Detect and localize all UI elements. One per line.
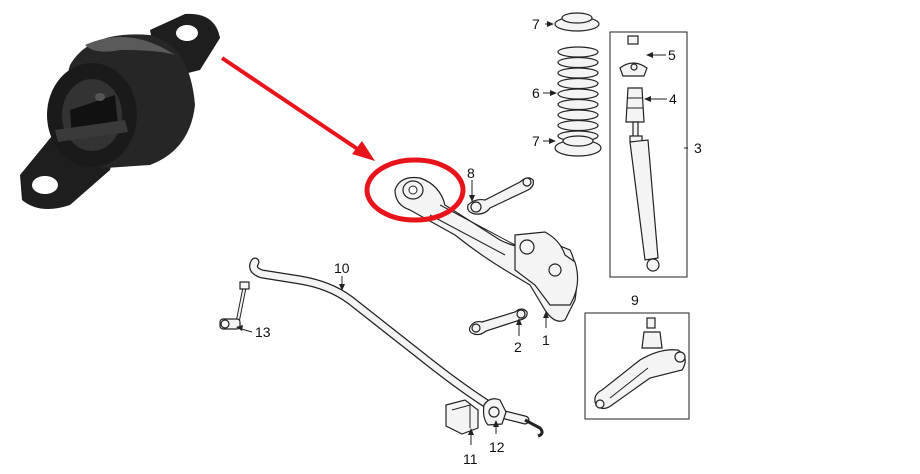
lateral-link — [468, 308, 528, 336]
callout-13: 13 — [255, 324, 271, 340]
callout-7-upper: 7 — [532, 16, 540, 32]
callout-4: 4 — [669, 91, 677, 107]
callout-6: 6 — [532, 85, 540, 101]
callout-1: 1 — [542, 332, 550, 348]
spring-coil — [557, 46, 599, 58]
bushing-photo — [20, 13, 220, 209]
spring-coil — [557, 77, 599, 90]
trailing-arm — [394, 176, 579, 322]
callout-5: 5 — [668, 47, 676, 63]
spring-coil — [557, 88, 599, 100]
callout-12: 12 — [489, 439, 505, 455]
callout-3: 3 — [694, 140, 702, 156]
highlight-ring — [364, 157, 466, 223]
callout-10: 10 — [334, 260, 350, 276]
callout-8: 8 — [467, 165, 475, 181]
stabilizer-bar — [249, 257, 544, 438]
spring-coil — [557, 56, 599, 69]
stabilizer-link — [219, 281, 250, 330]
callout-9: 9 — [631, 292, 639, 308]
spring-assembly — [554, 12, 602, 157]
shock-box — [609, 31, 688, 278]
callout-11: 11 — [463, 451, 478, 467]
bar-bushing — [445, 399, 479, 435]
spring-coil — [557, 109, 599, 121]
spring-coil — [557, 98, 599, 111]
bar-clamp — [482, 398, 507, 426]
callout-7-lower: 7 — [532, 133, 540, 149]
spring-coil — [557, 119, 599, 132]
callout-2: 2 — [514, 339, 522, 355]
lower-arm-box — [584, 312, 690, 420]
leader-lines — [236, 21, 688, 445]
red-arrow — [220, 56, 375, 161]
spring-coil — [557, 67, 599, 79]
